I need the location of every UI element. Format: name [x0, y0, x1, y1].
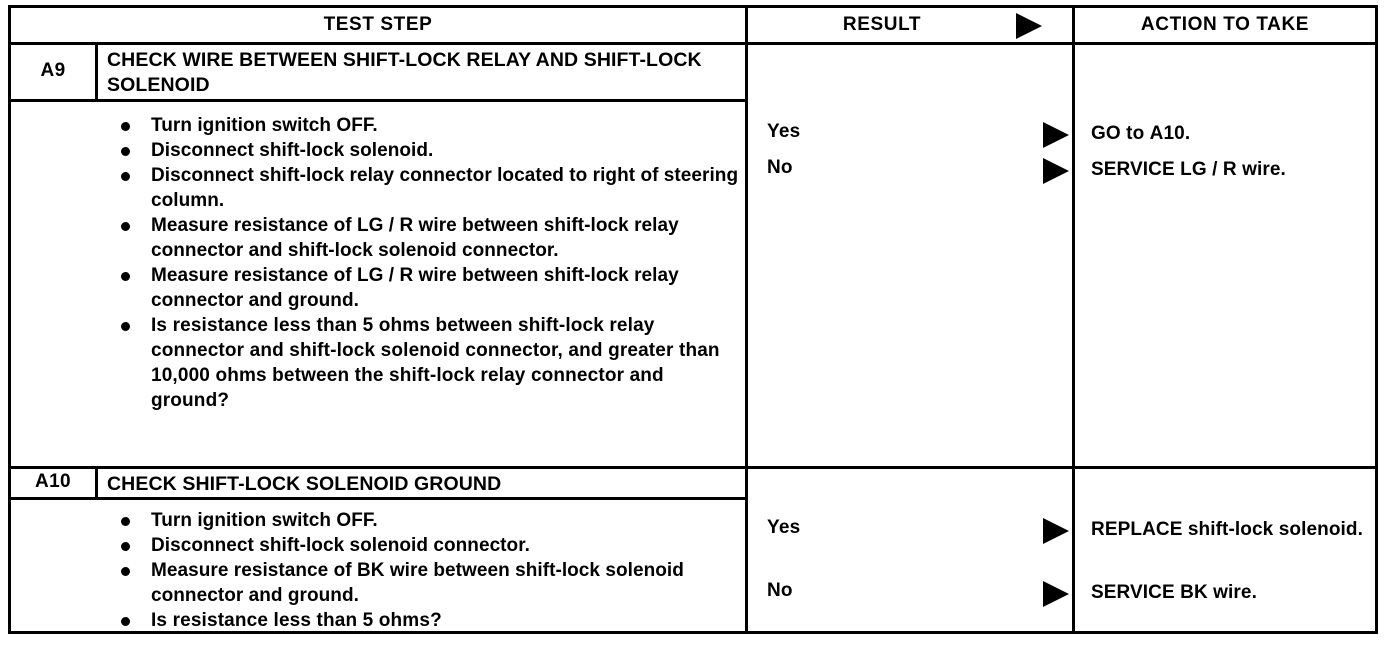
list-item: Measure resistance of LG / R wire betwee… — [107, 213, 747, 263]
rule-a9-title-bottom — [11, 99, 745, 102]
step-id-a10: A10 — [34, 470, 72, 492]
triangle-right-icon — [1016, 13, 1042, 39]
action-text: GO to — [1091, 123, 1150, 144]
rule-header-bottom — [11, 42, 1375, 45]
column-divider-action — [1072, 8, 1075, 631]
action-step-ref: A10 — [1149, 123, 1185, 144]
list-item: Disconnect shift-lock solenoid connector… — [107, 533, 747, 558]
list-item: Measure resistance of LG / R wire betwee… — [107, 263, 747, 313]
list-item: Measure resistance of BK wire between sh… — [107, 558, 747, 608]
triangle-right-icon — [1043, 158, 1069, 184]
triangle-right-icon — [1043, 581, 1069, 607]
list-item: Disconnect shift-lock solenoid. — [107, 138, 747, 163]
header-action-to-take: ACTION TO TAKE — [1140, 14, 1310, 35]
list-item: Disconnect shift-lock relay connector lo… — [107, 163, 747, 213]
column-divider-result — [745, 8, 748, 631]
step-bullets-a9: Turn ignition switch OFF. Disconnect shi… — [107, 113, 747, 413]
action-a10-no: SERVICE BK wire. — [1091, 580, 1371, 606]
triangle-right-icon — [1043, 518, 1069, 544]
action-a9-no: SERVICE LG / R wire. — [1091, 157, 1371, 183]
divider-step-id-a9 — [95, 42, 98, 99]
step-id-a9: A9 — [40, 59, 66, 81]
result-a10-no: No — [767, 580, 793, 601]
result-a10-yes: Yes — [767, 517, 801, 538]
action-text: SERVICE LG / R wire. — [1091, 159, 1286, 180]
action-text: SERVICE BK wire. — [1091, 582, 1257, 603]
list-item: Turn ignition switch OFF. — [107, 508, 747, 533]
action-text: REPLACE shift-lock solenoid. — [1091, 519, 1363, 540]
divider-step-id-a10 — [95, 466, 98, 497]
result-a9-yes: Yes — [767, 121, 801, 142]
rule-between-a9-a10 — [11, 466, 1375, 469]
header-test-step: TEST STEP — [323, 14, 433, 35]
list-item: Turn ignition switch OFF. — [107, 113, 747, 138]
rule-a10-title-bottom — [11, 497, 745, 500]
pinpoint-test-table: TEST STEP RESULT ACTION TO TAKE A9 CHECK… — [8, 5, 1378, 634]
step-bullets-a10: Turn ignition switch OFF. Disconnect shi… — [107, 508, 747, 633]
action-a9-yes: GO to A10. — [1091, 121, 1371, 147]
step-title-a10: CHECK SHIFT-LOCK SOLENOID GROUND — [107, 473, 502, 495]
triangle-right-icon — [1043, 122, 1069, 148]
step-title-a9: CHECK WIRE BETWEEN SHIFT-LOCK RELAY AND … — [107, 49, 702, 96]
list-item: Is resistance less than 5 ohms between s… — [107, 313, 747, 413]
action-text-suffix: . — [1184, 123, 1191, 144]
result-a9-no: No — [767, 157, 793, 178]
header-result: RESULT — [842, 14, 922, 35]
list-item: Is resistance less than 5 ohms? — [107, 608, 747, 633]
action-a10-yes: REPLACE shift-lock solenoid. — [1091, 517, 1371, 543]
